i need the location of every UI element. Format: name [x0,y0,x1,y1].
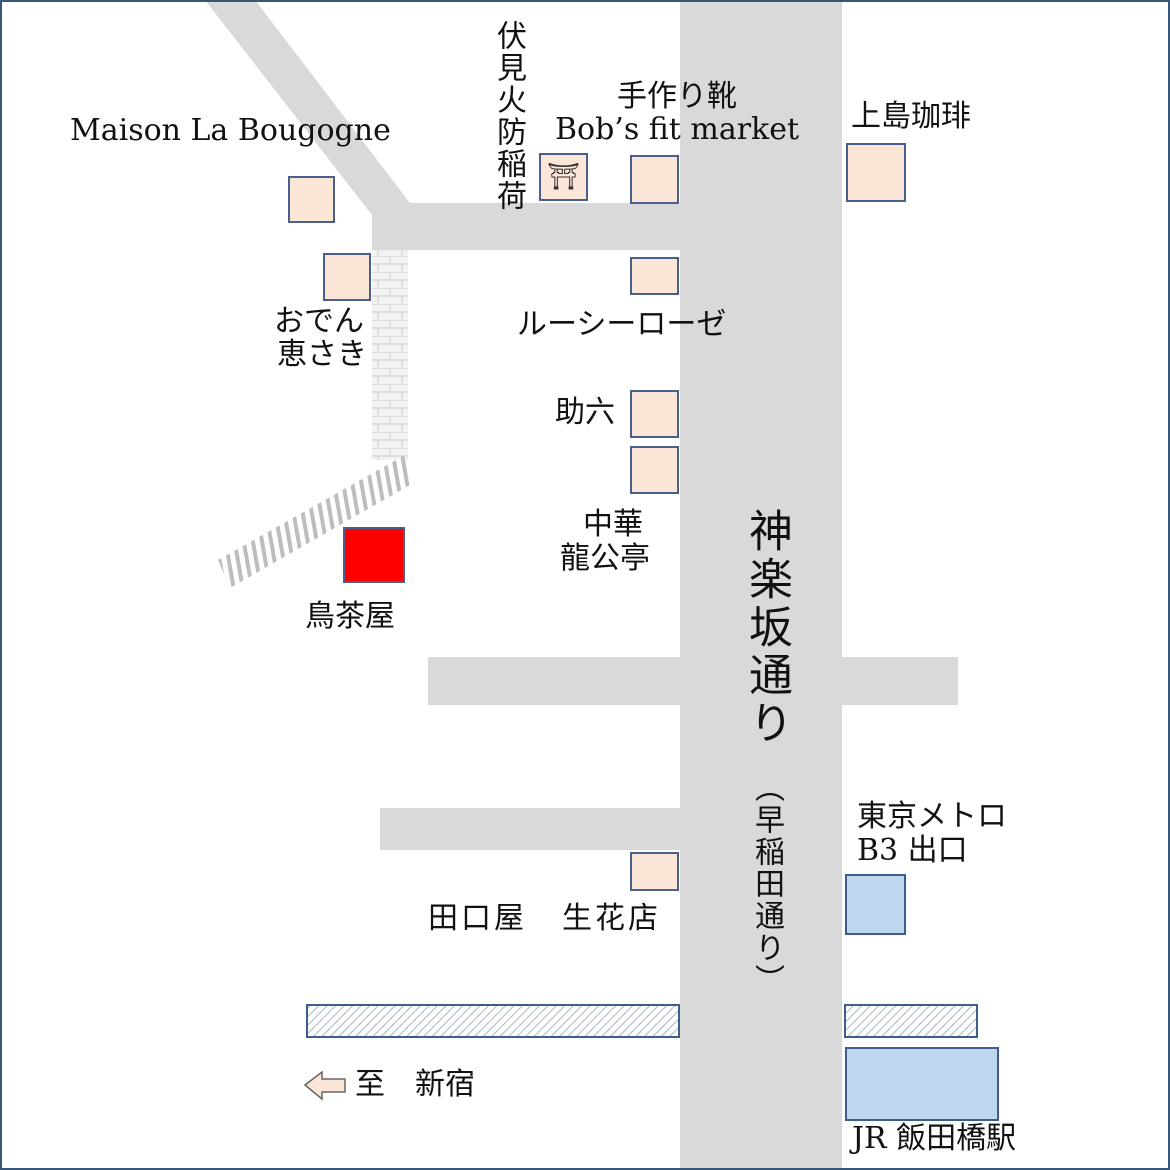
label-chuka-2: 龍公亭 [560,541,650,576]
label-shinjuku: 至 新宿 [355,1067,475,1102]
label-oden-1: おでん [274,304,364,339]
label-seika: 生花店 [562,901,661,936]
label-bobs: Bob’s fit market [555,112,800,147]
shop-maison [288,176,335,223]
label-fushimi: 伏見火防稲荷 [491,20,526,212]
label-oden-2: 恵さき [277,337,367,372]
label-lucy: ルーシーローゼ [517,307,727,342]
street-name: 神楽坂通り [741,508,792,748]
shop-ueshima [846,143,906,202]
kagurazaka-street [680,0,842,1170]
side-street-2 [380,808,680,850]
side-street-1 [428,657,958,705]
target-torichaya [343,527,405,583]
label-tezukuri: 手作り靴 [617,79,737,114]
label-metro-1: 東京メトロ [857,799,1007,834]
label-taguchi: 田口屋 [428,901,527,936]
railway-right [844,1004,978,1038]
label-ueshima: 上島珈琲 [851,99,971,134]
metro-exit-b3 [845,874,906,935]
shop-chuka [630,446,679,494]
shop-oden [323,253,371,301]
shop-seika [630,852,679,891]
arrow-left-icon [303,1070,346,1101]
label-chuka-1: 中華 [583,507,643,542]
shop-sukeroku [630,390,679,438]
torii-icon: ⛩ [546,162,580,192]
shop-bobs [630,155,679,204]
label-metro-2: B3 出口 [857,833,968,868]
shrine-fushimi: ⛩ [539,153,588,201]
label-maison: Maison La Bougogne [70,113,391,148]
shop-lucy [630,257,679,295]
label-sukeroku: 助六 [555,395,615,430]
brick-alley [372,250,408,460]
railway-left [306,1004,680,1038]
label-jr: JR 飯田橋駅 [852,1121,1017,1156]
diagonal-road [205,0,680,250]
label-torichaya: 鳥茶屋 [305,599,395,634]
stair-path [218,455,410,588]
street-subtitle: （早稲田通り） [749,772,784,996]
jr-iidabashi-station [845,1047,999,1121]
